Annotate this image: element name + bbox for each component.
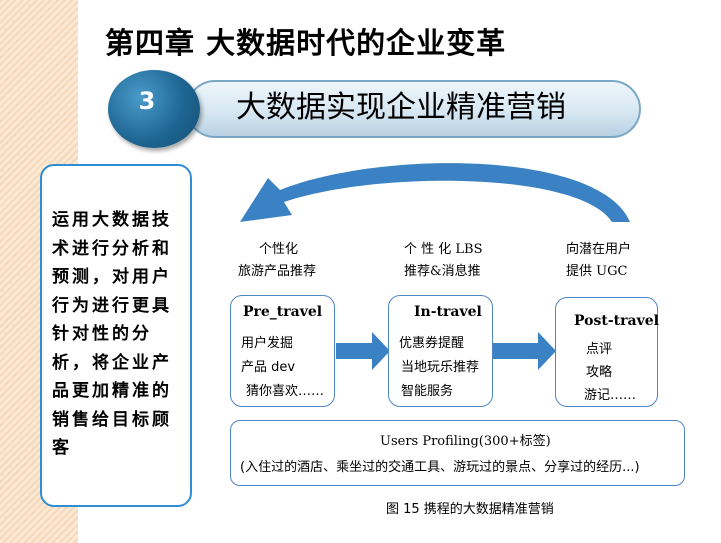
stage-pre-travel [230,295,335,407]
cycle-arrow [240,163,630,222]
stage-in-travel [388,295,493,407]
profiling-title: Users Profiling(300+标签) [380,434,551,449]
label-personalized: 个性化 [259,242,299,257]
section-badge [108,70,200,148]
list-item: 游记…… [584,388,637,403]
list-item: 猜你喜欢…… [246,384,325,399]
profiling-box [230,420,685,486]
list-item: 智能服务 [401,384,454,399]
stage-post-travel [555,297,658,407]
list-item: 点评 [586,342,613,357]
list-item: 当地玩乐推荐 [401,360,480,375]
stage-post-travel-title: Post-travel [574,313,659,329]
list-item: 用户发掘 [241,336,294,351]
list-item: 优惠券提醒 [399,336,465,351]
label-travel-recommend: 旅游产品推荐 [238,264,317,279]
label-potential-users: 向潜在用户 [566,242,632,257]
summary-box [40,164,192,507]
section-title: 大数据实现企业精准营销 [236,90,566,125]
label-push: 推荐&消息推 [404,264,481,279]
arrow-in-to-post [493,332,556,370]
arrow-pre-to-in [336,332,390,370]
list-item: 攻略 [586,365,613,380]
chapter-title: 第四章 大数据时代的企业变革 [105,26,507,60]
summary-text: 运用大数据技术进行分析和预测，对用户行为进行更具针对性的分析，将企业产品更加精准… [52,210,172,458]
section-number: 3 [138,87,156,115]
label-ugc: 提供 UGC [566,264,628,279]
label-lbs: 个 性 化 LBS [404,242,483,257]
profiling-detail: (入住过的酒店、乘坐过的交通工具、游玩过的景点、分享过的经历...) [240,460,640,475]
stage-in-travel-title: In-travel [414,304,482,320]
stage-pre-travel-title: Pre_travel [243,304,323,320]
list-item: 产品 dev [241,360,296,375]
figure-caption: 图 15 携程的大数据精准营销 [386,502,554,517]
